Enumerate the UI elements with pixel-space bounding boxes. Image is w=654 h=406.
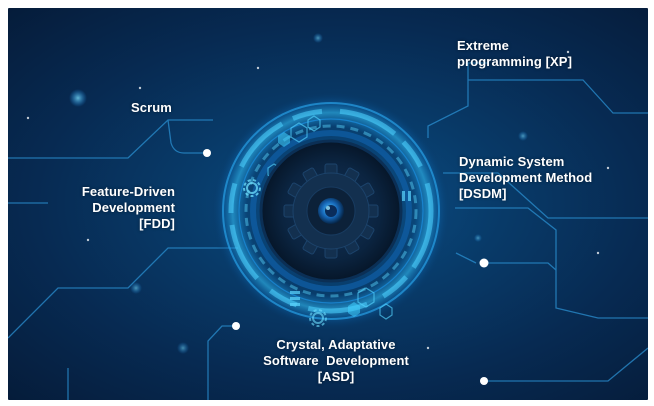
hexagon-decoration (267, 115, 393, 320)
circuit-node-dot (203, 149, 489, 385)
circuit-traces (8, 62, 648, 400)
label-fdd: Feature-Driven Development [FDD] (81, 184, 175, 231)
gear-icon (243, 179, 261, 197)
label-scrum: Scrum (131, 100, 172, 115)
circuit-graphic (8, 33, 648, 400)
diagram-canvas: Extreme programming [XP] Scrum Dynamic S… (8, 8, 648, 400)
label-asd: Crystal, Adaptative Software Development… (263, 337, 409, 384)
label-dsdm: Dynamic System Development Method [DSDM] (459, 154, 593, 201)
label-xp: Extreme programming [XP] (457, 38, 572, 69)
